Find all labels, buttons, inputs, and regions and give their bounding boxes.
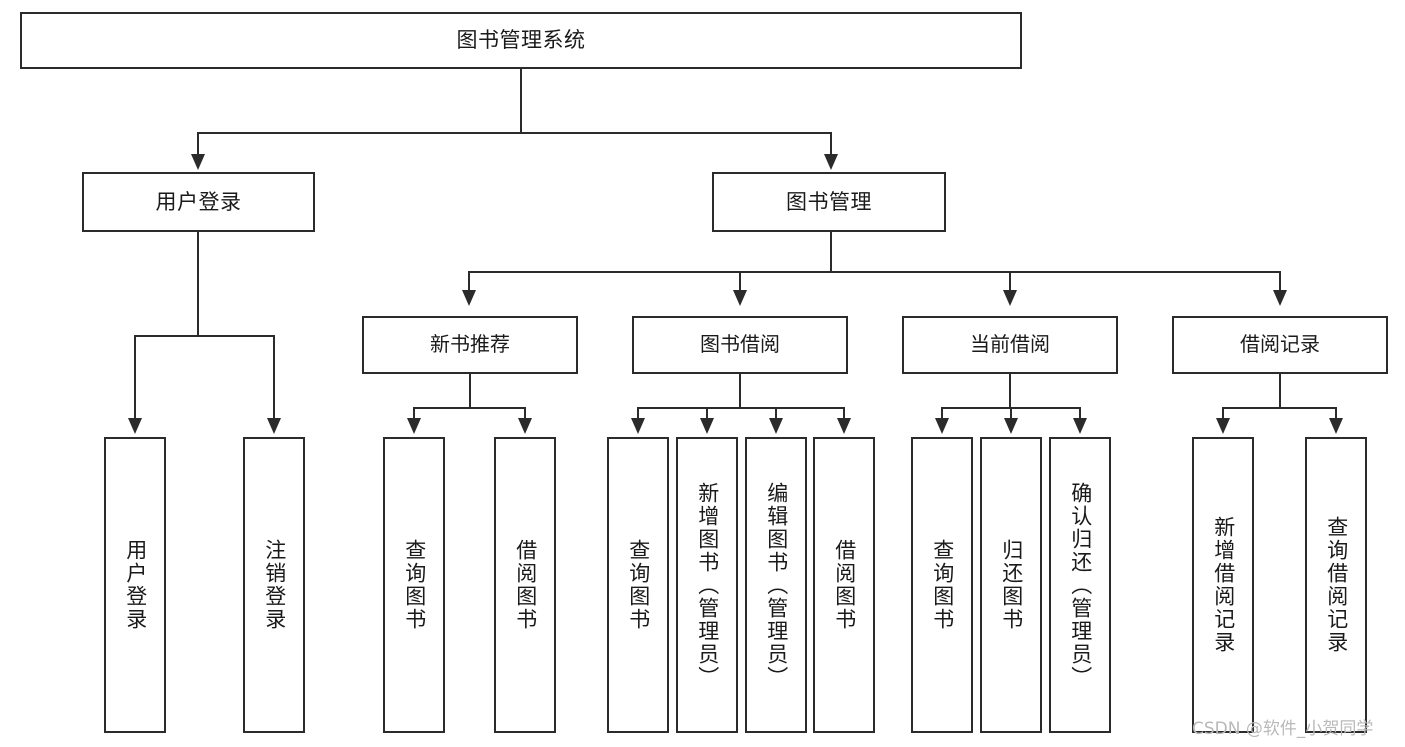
connector-book-borrow-bus <box>637 407 844 409</box>
arrow-bm-to-borrow-record <box>1273 290 1287 306</box>
arrow-user-login-to-leaf-1 <box>128 418 142 434</box>
arrow-cb-to-leaf-1 <box>935 418 949 434</box>
node-label: 查询图书 <box>402 539 427 631</box>
node-label: 用户登录 <box>155 189 242 214</box>
node-label: 借阅图书 <box>832 539 857 631</box>
node-label: 查询图书 <box>930 539 955 631</box>
connector-bm-to-current-borrow <box>1009 271 1011 291</box>
leaf-book-borrow-borrow-book[interactable]: 借阅图书 <box>813 437 875 733</box>
connector-new-book-bus <box>413 407 526 409</box>
arrow-br-to-leaf-2 <box>1329 418 1343 434</box>
connector-root-trunk <box>520 69 522 133</box>
node-label: 查询图书 <box>626 539 651 631</box>
node-label: 编辑图书（管理员） <box>764 481 789 689</box>
connector-bb-to-leaf-3 <box>775 407 777 419</box>
node-label: 当前借阅 <box>970 332 1050 357</box>
node-label: 图书借阅 <box>700 332 780 357</box>
connector-book-management-bus <box>468 271 1280 273</box>
node-label: 新书推荐 <box>430 332 510 357</box>
connector-user-login-to-leaf-1 <box>134 335 136 419</box>
arrow-nb-to-leaf-1 <box>407 418 421 434</box>
node-label: 确认归还（管理员） <box>1068 481 1093 689</box>
node-label: 图书管理系统 <box>456 28 586 53</box>
node-label: 新增借阅记录 <box>1211 516 1236 654</box>
connector-bm-to-book-borrow <box>739 271 741 291</box>
arrow-bb-to-leaf-2 <box>700 418 714 434</box>
connector-root-bus <box>197 132 832 134</box>
arrow-nb-to-leaf-2 <box>518 418 532 434</box>
connector-borrow-record-trunk <box>1279 374 1281 408</box>
connector-cb-to-leaf-1 <box>941 407 943 419</box>
leaf-borrow-record-query-record[interactable]: 查询借阅记录 <box>1305 437 1367 733</box>
arrow-user-login-to-leaf-2 <box>267 418 281 434</box>
node-current-borrow[interactable]: 当前借阅 <box>902 316 1118 374</box>
node-user-login[interactable]: 用户登录 <box>82 172 315 232</box>
arrow-bb-to-leaf-4 <box>837 418 851 434</box>
connector-nb-to-leaf-1 <box>413 407 415 419</box>
node-root-book-management-system[interactable]: 图书管理系统 <box>20 12 1022 69</box>
connector-bb-to-leaf-2 <box>706 407 708 419</box>
connector-user-login-bus <box>134 335 274 337</box>
connector-bm-to-borrow-record <box>1279 271 1281 291</box>
leaf-book-borrow-query-book[interactable]: 查询图书 <box>607 437 669 733</box>
connector-user-login-trunk <box>197 232 199 336</box>
leaf-book-borrow-edit-book-admin[interactable]: 编辑图书（管理员） <box>745 437 807 733</box>
connector-user-login-to-leaf-2 <box>273 335 275 419</box>
node-label: 图书管理 <box>786 189 872 214</box>
node-label: 归还图书 <box>999 539 1024 631</box>
leaf-new-book-query-book[interactable]: 查询图书 <box>383 437 445 733</box>
arrow-cb-to-leaf-2 <box>1004 418 1018 434</box>
arrow-bb-to-leaf-3 <box>769 418 783 434</box>
node-label: 借阅记录 <box>1240 332 1320 357</box>
arrow-br-to-leaf-1 <box>1216 418 1230 434</box>
leaf-user-login-logout[interactable]: 注销登录 <box>243 437 305 733</box>
arrow-bm-to-current-borrow <box>1003 290 1017 306</box>
connector-root-to-book-management <box>830 132 832 156</box>
connector-root-to-user-login <box>197 132 199 156</box>
connector-borrow-record-bus <box>1222 407 1337 409</box>
leaf-current-borrow-confirm-return-admin[interactable]: 确认归还（管理员） <box>1049 437 1111 733</box>
leaf-new-book-borrow-book[interactable]: 借阅图书 <box>494 437 556 733</box>
arrow-root-to-user-login <box>191 154 205 170</box>
csdn-watermark: CSDN @软件_小贺同学 <box>1192 719 1374 739</box>
connector-book-management-trunk <box>830 232 832 272</box>
node-new-book-recommend[interactable]: 新书推荐 <box>362 316 578 374</box>
arrow-cb-to-leaf-3 <box>1073 418 1087 434</box>
connector-bb-to-leaf-1 <box>637 407 639 419</box>
connector-cb-to-leaf-2 <box>1010 407 1012 419</box>
node-label: 注销登录 <box>262 539 287 631</box>
node-book-management[interactable]: 图书管理 <box>712 172 946 232</box>
node-label: 新增图书（管理员） <box>695 481 720 689</box>
leaf-book-borrow-add-book-admin[interactable]: 新增图书（管理员） <box>676 437 738 733</box>
node-book-borrow[interactable]: 图书借阅 <box>632 316 848 374</box>
connector-book-borrow-trunk <box>739 374 741 408</box>
connector-br-to-leaf-1 <box>1222 407 1224 419</box>
node-label: 用户登录 <box>123 539 148 631</box>
leaf-current-borrow-return-book[interactable]: 归还图书 <box>980 437 1042 733</box>
connector-nb-to-leaf-2 <box>524 407 526 419</box>
leaf-borrow-record-add-record[interactable]: 新增借阅记录 <box>1192 437 1254 733</box>
connector-new-book-trunk <box>469 374 471 408</box>
connector-current-borrow-trunk <box>1009 374 1011 408</box>
leaf-current-borrow-query-book[interactable]: 查询图书 <box>911 437 973 733</box>
node-label: 查询借阅记录 <box>1324 516 1349 654</box>
arrow-bm-to-book-borrow <box>733 290 747 306</box>
connector-bb-to-leaf-4 <box>843 407 845 419</box>
connector-br-to-leaf-2 <box>1335 407 1337 419</box>
arrow-root-to-book-management <box>824 154 838 170</box>
connector-cb-to-leaf-3 <box>1079 407 1081 419</box>
node-label: 借阅图书 <box>513 539 538 631</box>
connector-bm-to-new-book <box>468 271 470 291</box>
leaf-user-login-login[interactable]: 用户登录 <box>104 437 166 733</box>
arrow-bb-to-leaf-1 <box>631 418 645 434</box>
node-borrow-record[interactable]: 借阅记录 <box>1172 316 1388 374</box>
arrow-bm-to-new-book <box>462 290 476 306</box>
